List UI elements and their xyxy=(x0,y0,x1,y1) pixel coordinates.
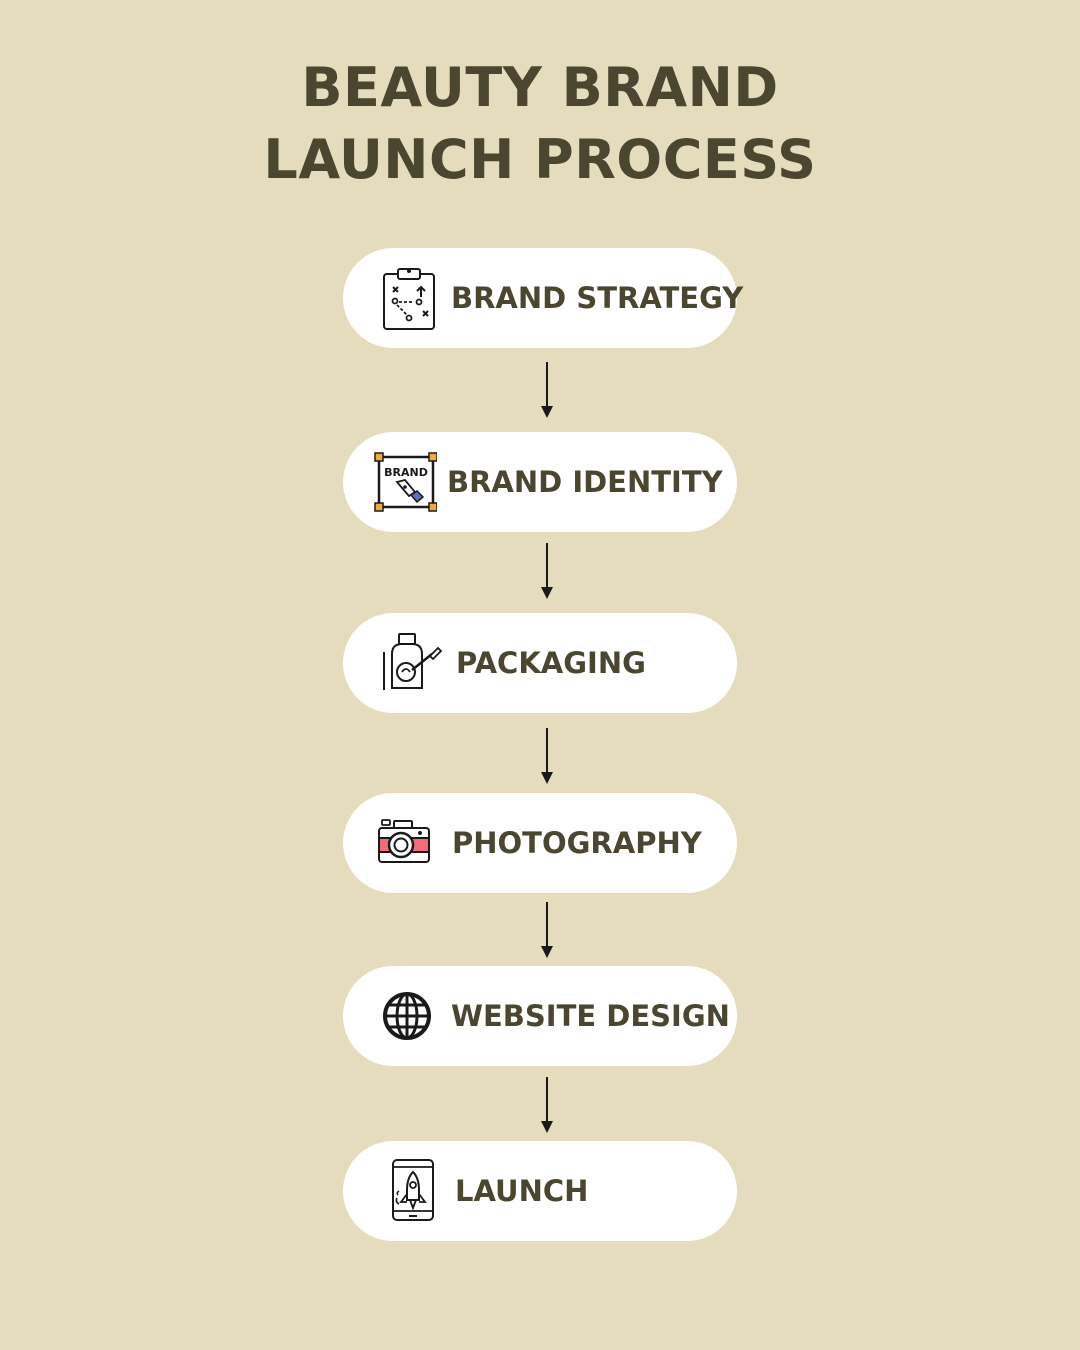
camera-icon xyxy=(378,819,430,863)
step-photography: PHOTOGRAPHY xyxy=(343,793,737,893)
arrow-down-icon xyxy=(541,362,553,418)
step-label: PHOTOGRAPHY xyxy=(452,826,702,860)
step-label: LAUNCH xyxy=(455,1174,589,1208)
rocket-tablet-icon xyxy=(392,1159,434,1221)
step-brand-identity: BRAND BRAND IDENTITY xyxy=(343,432,737,532)
page-title: BEAUTY BRAND LAUNCH PROCESS xyxy=(0,52,1080,196)
step-website-design: WEBSITE DESIGN xyxy=(343,966,737,1066)
title-line-1: BEAUTY BRAND xyxy=(301,56,779,119)
brand-frame-pen-icon: BRAND xyxy=(374,452,437,512)
step-packaging: PACKAGING xyxy=(343,613,737,713)
arrow-down-icon xyxy=(541,728,553,784)
step-label: BRAND IDENTITY xyxy=(447,465,723,499)
globe-icon xyxy=(383,992,431,1040)
arrow-down-icon xyxy=(541,902,553,958)
step-label: BRAND STRATEGY xyxy=(451,281,744,315)
step-label: WEBSITE DESIGN xyxy=(451,999,730,1033)
step-launch: LAUNCH xyxy=(343,1141,737,1241)
step-brand-strategy: BRAND STRATEGY xyxy=(343,248,743,348)
brand-badge-text: BRAND xyxy=(384,466,428,479)
step-label: PACKAGING xyxy=(456,646,646,680)
title-line-2: LAUNCH PROCESS xyxy=(263,128,817,191)
arrow-down-icon xyxy=(541,1077,553,1133)
clipboard-strategy-icon xyxy=(383,268,435,330)
packaging-bottle-brush-icon xyxy=(383,633,443,690)
arrow-down-icon xyxy=(541,543,553,599)
